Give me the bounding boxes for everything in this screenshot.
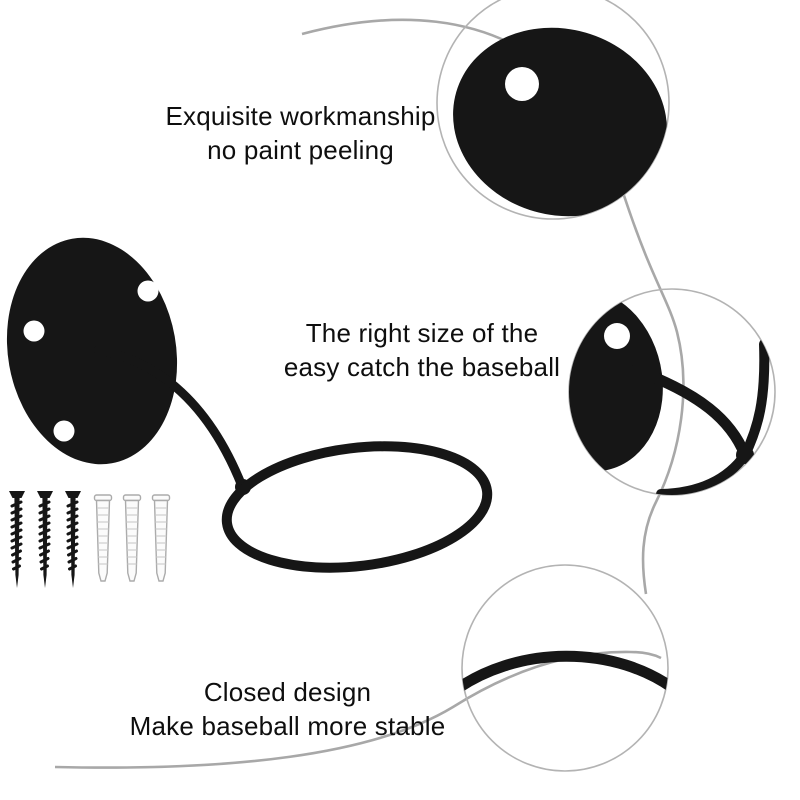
zoomed-arm-ring-joint xyxy=(736,446,754,464)
zoomed-closed-ring xyxy=(462,650,668,700)
annotation-ring-size: The right size of the easy catch the bas… xyxy=(262,316,582,384)
annotation-closed-design: Closed design Make baseball more stable xyxy=(110,675,465,743)
annotation-closed-design-line2: Make baseball more stable xyxy=(129,711,446,741)
zoomed-wall-plate xyxy=(453,27,667,217)
wall-anchors xyxy=(93,494,171,582)
annotation-ring-size-line2: easy catch the baseball xyxy=(283,352,561,382)
annotation-workmanship-line2: no paint peeling xyxy=(207,135,394,165)
callout-circle-closed-design xyxy=(461,564,669,772)
zoomed-mount-arm xyxy=(630,364,751,461)
callout-content-workmanship xyxy=(453,27,667,217)
wall-anchor-icon xyxy=(151,494,171,582)
plate-hole-bottom xyxy=(53,420,75,442)
wall-plate xyxy=(6,237,178,465)
callout-circle-workmanship xyxy=(436,0,670,220)
plate-hole-top xyxy=(137,280,159,302)
annotation-closed-design-line1: Closed design xyxy=(203,677,372,707)
callout-content-closed-design xyxy=(462,650,668,700)
mount-arm xyxy=(93,345,247,491)
callout-content-ring-size xyxy=(569,289,770,495)
leader-line-bottom xyxy=(54,650,662,769)
plate-hole-left xyxy=(23,320,45,342)
wall-mount-product xyxy=(6,237,493,573)
mounting-screws xyxy=(9,491,81,588)
screw-icon xyxy=(9,491,25,588)
wall-anchor-icon xyxy=(93,494,113,582)
zoomed-plate-hole xyxy=(604,323,630,349)
wall-anchor-icon xyxy=(122,494,142,582)
annotation-workmanship: Exquisite workmanship no paint peeling xyxy=(128,99,473,167)
zoomed-plate-hole xyxy=(505,67,539,101)
leader-line-top xyxy=(301,18,685,595)
annotation-workmanship-line1: Exquisite workmanship xyxy=(165,101,436,131)
mount-ring xyxy=(221,441,493,573)
screw-icon xyxy=(37,491,53,588)
annotation-ring-size-line1: The right size of the xyxy=(305,318,539,348)
screw-icon xyxy=(65,491,81,588)
zoomed-ring-wire xyxy=(656,339,770,495)
